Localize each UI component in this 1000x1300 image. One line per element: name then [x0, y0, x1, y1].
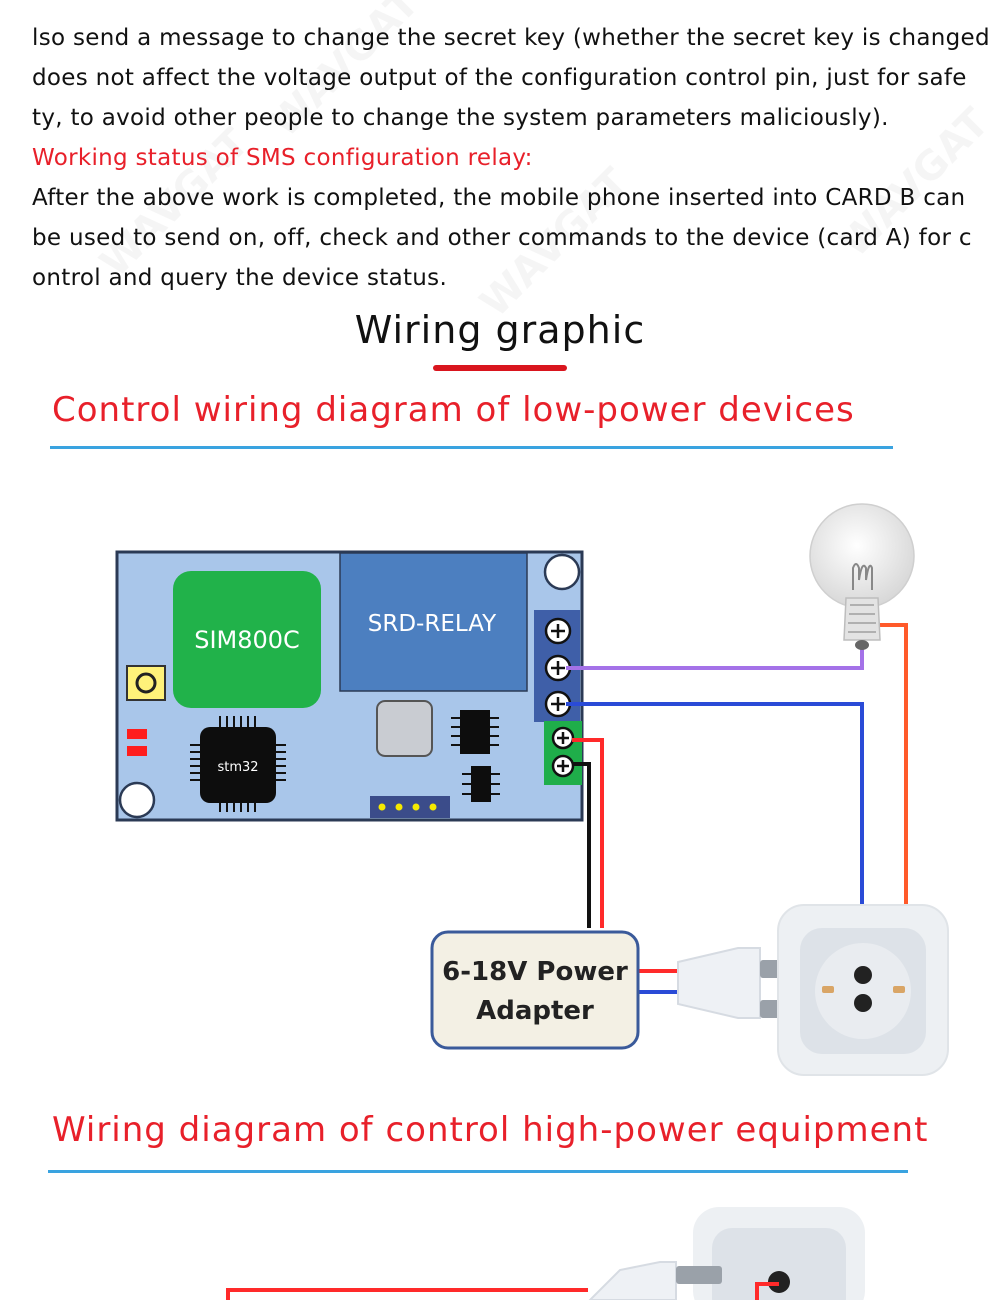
- intro-line: does not affect the voltage output of th…: [32, 65, 967, 91]
- sim800c-chip: [173, 571, 321, 708]
- working-status-heading: Working status of SMS configuration rela…: [32, 145, 533, 171]
- small-ic: [471, 766, 491, 802]
- intro-line: lso send a message to change the secret …: [32, 25, 990, 51]
- working-status-line: be used to send on, off, check and other…: [32, 225, 972, 251]
- bulb-icon: [809, 503, 915, 650]
- section-title: Wiring graphic: [354, 308, 646, 352]
- plug-icon: [588, 1261, 677, 1300]
- section-title-underline: [433, 365, 567, 371]
- relay-board: SIM800C SRD-RELAY: [115, 550, 584, 822]
- led-indicator: [127, 729, 147, 739]
- mounting-hole: [543, 553, 581, 591]
- power-adapter: 6-18V Power Adapter: [430, 930, 640, 1050]
- small-ic: [460, 710, 490, 754]
- high-power-rule: [48, 1170, 908, 1173]
- stm32-label: stm32: [217, 760, 258, 775]
- socket-icon: [777, 904, 949, 1076]
- adapter-label-line2: Adapter: [476, 996, 594, 1026]
- wire-purple: [566, 642, 864, 670]
- high-power-heading: Wiring diagram of control high-power equ…: [52, 1110, 929, 1150]
- high-power-diagram-partial: [226, 1207, 865, 1300]
- terminal-screw-icon: [544, 617, 572, 718]
- wire-blue-relay: [566, 702, 864, 975]
- sim800c-label: SIM800C: [194, 626, 300, 654]
- relay-label: SRD-RELAY: [368, 611, 497, 637]
- working-status-line: ontrol and query the device status.: [32, 265, 448, 291]
- stm32-chip: stm32: [190, 716, 286, 812]
- adapter-label-line1: 6-18V Power: [442, 957, 628, 987]
- working-status-block: Working status of SMS configuration rela…: [32, 138, 982, 298]
- wire-red-power: [572, 738, 604, 928]
- working-status-line: After the above work is completed, the m…: [32, 185, 966, 211]
- wire-black-power: [572, 762, 591, 928]
- low-power-rule: [50, 446, 893, 449]
- button-component: [376, 700, 433, 757]
- intro-line: ty, to avoid other people to change the …: [32, 105, 889, 131]
- wire-red-high-power: [226, 1288, 588, 1300]
- pin-header: [370, 796, 450, 818]
- low-power-heading: Control wiring diagram of low-power devi…: [52, 390, 855, 430]
- relay-block: [339, 552, 528, 692]
- intro-paragraph: lso send a message to change the secret …: [32, 18, 990, 138]
- wires: [566, 623, 908, 994]
- mounting-hole: [118, 781, 156, 819]
- led-indicator: [127, 746, 147, 756]
